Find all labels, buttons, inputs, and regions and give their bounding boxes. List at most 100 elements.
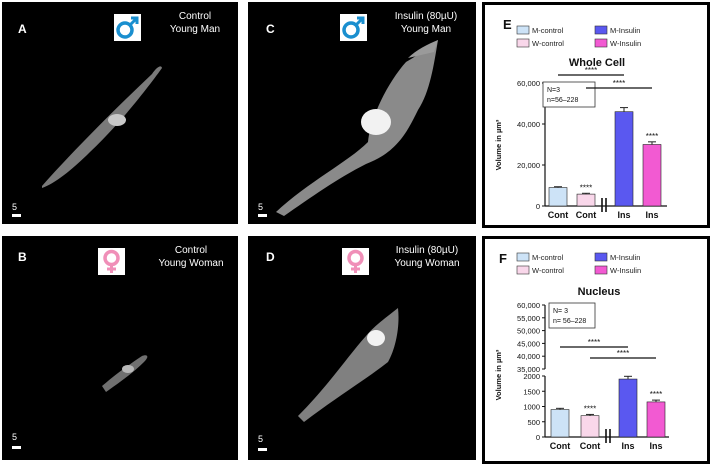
legend-swatch <box>516 265 530 275</box>
scale-bar <box>12 446 21 449</box>
legend-swatch <box>516 25 530 35</box>
bar-stars: **** <box>580 183 592 192</box>
bar <box>646 401 666 438</box>
stats-cells: n= 56–228 <box>553 318 586 325</box>
x-tick-label: Ins <box>649 441 662 451</box>
cell-image-b <box>102 355 148 392</box>
chart-title: Whole Cell <box>569 57 625 69</box>
scale-bar <box>258 448 267 451</box>
x-tick-label: Ins <box>621 441 634 451</box>
legend-swatch <box>594 252 608 262</box>
legend-label: M-Insulin <box>610 253 640 262</box>
legend-swatch <box>594 38 608 48</box>
bar <box>580 415 600 438</box>
significance-stars: **** <box>613 79 625 88</box>
legend-swatch <box>516 252 530 262</box>
y-tick-label: 0 <box>536 202 540 211</box>
panel-title: Control Young Man <box>150 10 238 36</box>
x-tick-label: Cont <box>580 441 601 451</box>
subject-label: Young Man <box>400 24 452 35</box>
y-tick-label: 40,000 <box>517 120 540 129</box>
bar <box>548 187 568 207</box>
subject-label: Young Woman <box>158 258 224 269</box>
micrograph-panel-d: D Insulin (80µU) Young Woman 5 <box>248 236 476 460</box>
panel-letter: E <box>503 17 512 32</box>
male-symbol-icon <box>340 14 367 41</box>
y-tick-label: 0 <box>536 433 540 442</box>
legend-swatch <box>516 38 530 48</box>
scale-bar-label: 5 <box>12 202 18 212</box>
female-symbol-icon <box>98 248 125 275</box>
condition-label: Insulin (80µU) <box>394 11 458 22</box>
panel-title: Insulin (80µU) Young Woman <box>378 244 476 270</box>
y-tick-label: 55,000 <box>517 314 540 323</box>
y-tick-label: 1500 <box>523 387 540 396</box>
panel-letter: C <box>266 22 275 36</box>
y-axis-label: Volume in µm³ <box>494 119 503 170</box>
scale-bar-label: 5 <box>258 202 264 212</box>
significance-stars: **** <box>585 66 597 75</box>
legend-label: W-control <box>532 39 564 48</box>
y-tick-label: 45,000 <box>517 339 540 348</box>
female-symbol-icon <box>342 248 369 275</box>
bar-stars: **** <box>646 132 658 141</box>
x-tick-label: Ins <box>645 210 658 220</box>
panel-title: Insulin (80µU) Young Man <box>378 10 474 36</box>
x-tick-label: Cont <box>548 210 569 220</box>
scale-bar-label: 5 <box>258 434 264 444</box>
legend-label: M-control <box>532 253 564 262</box>
bar-stars: **** <box>650 390 662 399</box>
micrograph-panel-c: C Insulin (80µU) Young Man 5 <box>248 2 476 224</box>
y-tick-label: 20,000 <box>517 161 540 170</box>
stats-n: N=3 <box>547 87 560 94</box>
chart-title: Nucleus <box>578 286 621 298</box>
panel-letter: F <box>499 251 507 266</box>
legend-label: M-control <box>532 26 564 35</box>
condition-label: Control <box>174 245 208 256</box>
x-tick-label: Cont <box>576 210 597 220</box>
bar <box>550 409 570 438</box>
legend-swatch <box>594 265 608 275</box>
y-tick-label: 50,000 <box>517 327 540 336</box>
y-tick-label: 60,000 <box>517 301 540 310</box>
y-tick-label: 40,000 <box>517 352 540 361</box>
panel-letter: A <box>18 22 27 36</box>
bar-stars: **** <box>584 404 596 413</box>
bar <box>618 378 638 438</box>
x-tick-label: Cont <box>550 441 571 451</box>
micrograph-panel-b: B Control Young Woman 5 <box>2 236 238 460</box>
stats-box <box>548 302 596 329</box>
scale-bar <box>12 214 21 217</box>
cell-image-c <box>276 40 438 216</box>
significance-stars: **** <box>617 349 629 358</box>
subject-label: Young Man <box>169 24 221 35</box>
x-tick-label: Ins <box>617 210 630 220</box>
panel-letter: B <box>18 250 27 264</box>
subject-label: Young Woman <box>394 258 460 269</box>
micrograph-panel-a: A Control Young Man 5 <box>2 2 238 224</box>
stats-box <box>542 81 596 108</box>
legend-label: W-control <box>532 266 564 275</box>
male-symbol-icon <box>114 14 141 41</box>
stats-n: N= 3 <box>553 308 568 315</box>
y-tick-label: 2000 <box>523 372 540 381</box>
significance-stars: **** <box>588 338 600 347</box>
y-tick-label: 35,000 <box>517 365 540 374</box>
y-tick-label: 1000 <box>523 403 540 412</box>
scale-bar-label: 5 <box>12 432 18 442</box>
y-tick-label: 500 <box>527 418 540 427</box>
panel-letter: D <box>266 250 275 264</box>
legend-swatch <box>594 25 608 35</box>
legend-label: M-Insulin <box>610 26 640 35</box>
panel-title: Control Young Woman <box>146 244 236 270</box>
condition-label: Insulin (80µU) <box>395 245 459 256</box>
bar <box>642 144 662 207</box>
legend-label: W-Insulin <box>610 39 641 48</box>
scale-bar <box>258 214 267 217</box>
condition-label: Control <box>178 11 212 22</box>
y-axis-label: Volume in µm³ <box>494 349 503 400</box>
